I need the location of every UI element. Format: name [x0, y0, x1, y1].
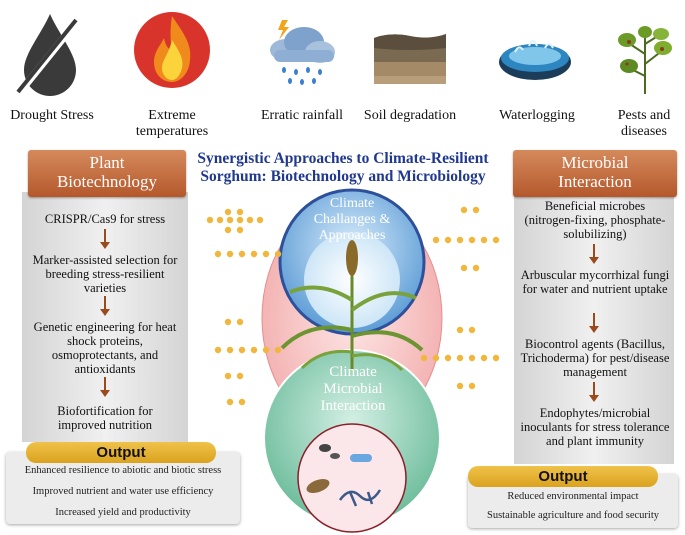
soil-icon — [374, 34, 446, 84]
stress-label-drought: Drought Stress — [10, 108, 94, 123]
left-arrow-2 — [100, 296, 110, 316]
plant-biotech-header: Plant Biotechnology — [28, 150, 186, 197]
right-arrow-2 — [589, 313, 599, 333]
bottom-circle-label: Climate Microbial Interaction — [320, 364, 386, 414]
left-output-item-2: Improved nutrient and water use efficien… — [32, 486, 214, 497]
diagram-title: Synergistic Approaches to Climate-Resili… — [178, 150, 508, 186]
right-item-biocontrol: Biocontrol agents (Bacillus, Trichoderma… — [520, 337, 670, 379]
plant-biotech-header-line1: Plant — [89, 153, 125, 172]
bottom-inner-circle — [297, 423, 407, 533]
left-item-biofortification: Biofortification for improved nutrition — [57, 404, 153, 432]
microbial-header-line2: Interaction — [558, 172, 632, 191]
top-circle-label: Climate Challanges & Approaches — [313, 196, 391, 243]
right-item-mycorrhizal: Arbuscular mycorrhizal fungi for water a… — [520, 268, 670, 296]
right-arrow-3 — [589, 382, 599, 402]
microbial-header-line1: Microbial — [561, 153, 629, 172]
plant-biotech-header-line2: Biotechnology — [56, 172, 158, 191]
fire-icon — [134, 12, 210, 88]
stress-label-soil-degradation: Soil degradation — [363, 108, 457, 123]
pest-leaf-icon — [618, 26, 672, 94]
left-item-genetic-engineering: Genetic engineering for heat shock prote… — [33, 320, 177, 376]
connector-dots — [206, 206, 500, 406]
drought-icon — [16, 14, 81, 96]
right-arrow-1 — [589, 244, 599, 264]
left-output-item-3: Increased yield and productivity — [55, 507, 191, 518]
left-item-marker-assisted: Marker-assisted selection for breeding s… — [32, 253, 178, 295]
storm-cloud-icon — [270, 20, 335, 85]
left-item-crispr: CRISPR/Cas9 for stress — [44, 212, 166, 226]
right-item-beneficial-microbes: Beneficial microbes (nitrogen-fixing, ph… — [524, 199, 666, 241]
diagram-title-line1: Synergistic Approaches to Climate-Resili… — [197, 150, 489, 167]
waterlogging-icon — [499, 40, 571, 80]
sorghum-plant-icon — [280, 240, 424, 372]
right-item-endophytes: Endophytes/microbial inoculants for stre… — [520, 406, 670, 448]
left-output-item-1: Enhanced resilience to abiotic and bioti… — [24, 465, 222, 476]
left-arrow-1 — [100, 229, 110, 249]
microbial-header: Microbial Interaction — [513, 150, 677, 197]
stress-label-waterlogging: Waterlogging — [499, 108, 575, 123]
right-output-item-1: Reduced environmental impact — [507, 491, 639, 502]
stress-label-pests-diseases: Pests and diseases — [617, 108, 671, 139]
right-output-item-2: Sustainable agriculture and food securit… — [486, 510, 660, 521]
stress-label-erratic-rainfall: Erratic rainfall — [260, 108, 343, 123]
microbes-icon — [306, 444, 382, 507]
left-output-box: Enhanced resilience to abiotic and bioti… — [6, 452, 240, 524]
stress-label-extreme-temperatures: Extreme temperatures — [135, 108, 209, 139]
left-arrow-3 — [100, 377, 110, 397]
center-diagram — [206, 188, 500, 533]
right-output-label: Output — [468, 466, 658, 487]
left-output-label: Output — [26, 442, 216, 463]
diagram-title-line2: Sorghum: Biotechnology and Microbiology — [200, 168, 486, 185]
